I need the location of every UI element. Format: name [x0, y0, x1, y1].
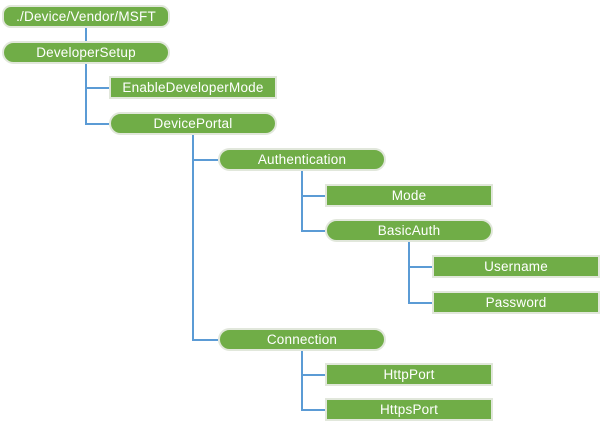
connector-line: [301, 194, 325, 197]
tree-node-deviceportal: DevicePortal: [109, 112, 277, 135]
connector-line: [301, 408, 325, 411]
connector-line: [408, 301, 432, 304]
connector-line: [192, 338, 218, 341]
connector-line: [408, 265, 432, 268]
tree-node-httpsport: HttpsPort: [325, 398, 493, 421]
tree-node-authentication: Authentication: [218, 148, 386, 171]
tree-node-connection: Connection: [218, 328, 386, 351]
connector-line: [85, 122, 109, 125]
tree-node-device-vendor-msft: ./Device/Vendor/MSFT: [2, 5, 170, 28]
tree-node-enabledevelopermode: EnableDeveloperMode: [109, 76, 277, 99]
connector-line: [301, 171, 303, 232]
connector-line: [301, 229, 325, 232]
connector-line: [301, 373, 325, 376]
tree-node-basicauth: BasicAuth: [325, 219, 493, 242]
connector-line: [85, 28, 87, 41]
tree-node-password: Password: [432, 291, 600, 314]
tree-node-developersetup: DeveloperSetup: [2, 41, 170, 64]
tree-node-username: Username: [432, 255, 600, 278]
connector-line: [85, 86, 109, 89]
connector-line: [301, 351, 303, 411]
connector-line: [85, 64, 87, 125]
connector-line: [192, 135, 194, 341]
connector-line: [408, 242, 410, 304]
tree-node-httpport: HttpPort: [325, 363, 493, 386]
connector-line: [192, 158, 218, 161]
tree-node-mode: Mode: [325, 184, 493, 207]
